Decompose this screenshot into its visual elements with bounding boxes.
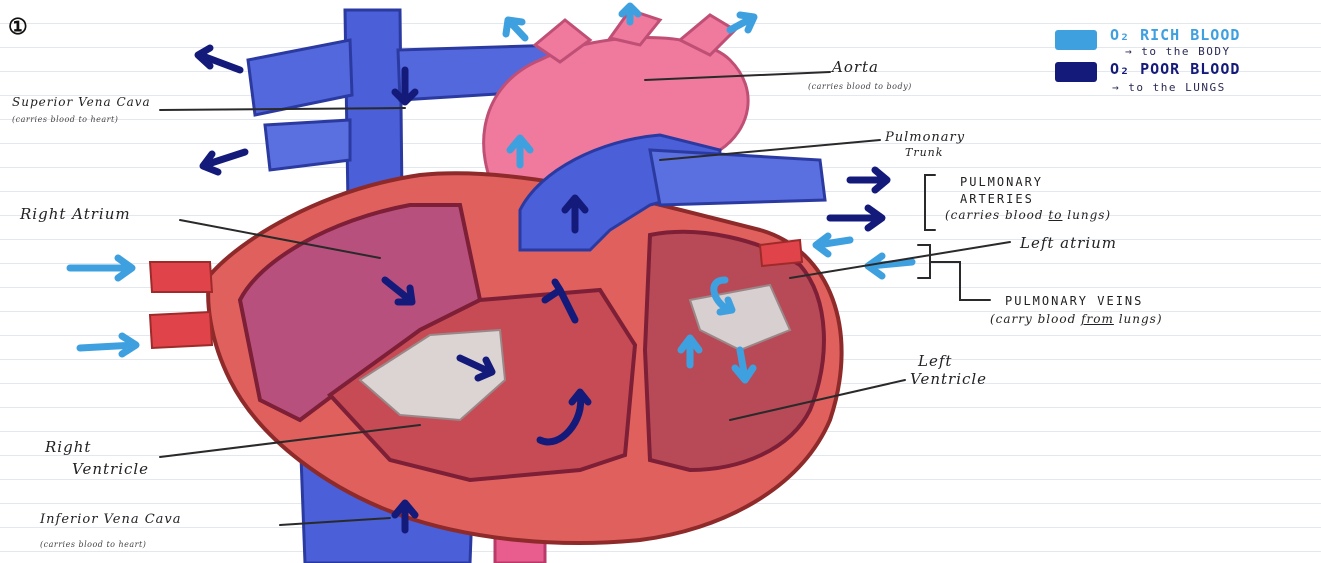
label-right-atrium: Right Atrium bbox=[20, 205, 131, 223]
superior-vena-cava-branch-left bbox=[248, 40, 352, 115]
label-aorta-sub: (carries blood to body) bbox=[808, 82, 912, 91]
label-superior-vena-cava: Superior Vena Cava bbox=[12, 95, 151, 109]
rich-arrow-pv-left-1 bbox=[70, 258, 132, 278]
label-inferior-vena-cava-sub: (carries blood to heart) bbox=[40, 540, 146, 549]
legend-poor-title: O₂ POOR BLOOD bbox=[1110, 60, 1240, 78]
pa-sub-post: lungs) bbox=[1062, 208, 1111, 222]
poor-arrow-pa-2 bbox=[830, 208, 882, 228]
poor-arrow-midleft bbox=[203, 152, 245, 172]
pa-sub-emphasis: to bbox=[1048, 208, 1062, 222]
legend-rich-swatch bbox=[1055, 30, 1097, 50]
rich-arrow-pv-right-1 bbox=[816, 236, 850, 254]
legend-poor-swatch bbox=[1055, 62, 1097, 82]
bracket-pulmonary-arteries bbox=[925, 175, 935, 230]
figure-number-marker: ① bbox=[8, 14, 29, 40]
label-left-atrium: Left atrium bbox=[1020, 234, 1117, 252]
label-right-ventricle-line1: Right bbox=[45, 438, 91, 456]
legend-poor-sub: → to the LUNGS bbox=[1112, 81, 1226, 94]
poor-arrow-pa-1 bbox=[850, 170, 887, 190]
pulmonary-vein-left-upper bbox=[150, 262, 212, 292]
pv-sub-pre: (carry blood bbox=[990, 312, 1081, 326]
label-left-ventricle-line2: Ventricle bbox=[910, 370, 987, 388]
label-pulmonary-trunk-line1: Pulmonary bbox=[885, 130, 965, 145]
rich-arrow-top-3 bbox=[730, 15, 754, 30]
label-right-ventricle-line2: Ventricle bbox=[72, 460, 149, 478]
label-inferior-vena-cava: Inferior Vena Cava bbox=[40, 512, 182, 527]
pulmonary-vein-right bbox=[760, 240, 802, 266]
label-pulmonary-trunk-line2: Trunk bbox=[905, 146, 943, 159]
poor-arrow-topleft bbox=[198, 48, 240, 70]
pulmonary-vein-left-lower bbox=[150, 312, 212, 348]
label-pulmonary-arteries-line1: PULMONARY bbox=[960, 175, 1043, 189]
superior-vena-cava-branch-lower bbox=[265, 120, 350, 170]
rich-arrow-pv-left-2 bbox=[80, 336, 136, 354]
pv-sub-emphasis: from bbox=[1081, 312, 1114, 326]
label-pulmonary-arteries-line2: ARTERIES bbox=[960, 192, 1034, 206]
legend-rich-sub: → to the BODY bbox=[1125, 45, 1231, 58]
pv-sub-post: lungs) bbox=[1114, 312, 1163, 326]
label-pulmonary-veins: PULMONARY VEINS bbox=[1005, 294, 1143, 308]
bracket-pulmonary-veins bbox=[918, 245, 990, 300]
label-pulmonary-veins-sub: (carry blood from lungs) bbox=[990, 312, 1163, 326]
label-aorta: Aorta bbox=[832, 58, 879, 76]
rich-arrow-top-1 bbox=[506, 20, 525, 38]
pa-sub-pre: (carries blood bbox=[945, 208, 1048, 222]
label-pulmonary-arteries-sub: (carries blood to lungs) bbox=[945, 208, 1111, 222]
legend-rich-title: O₂ RICH BLOOD bbox=[1110, 26, 1240, 44]
label-left-ventricle-line1: Left bbox=[918, 352, 952, 370]
label-superior-vena-cava-sub: (carries blood to heart) bbox=[12, 115, 118, 124]
